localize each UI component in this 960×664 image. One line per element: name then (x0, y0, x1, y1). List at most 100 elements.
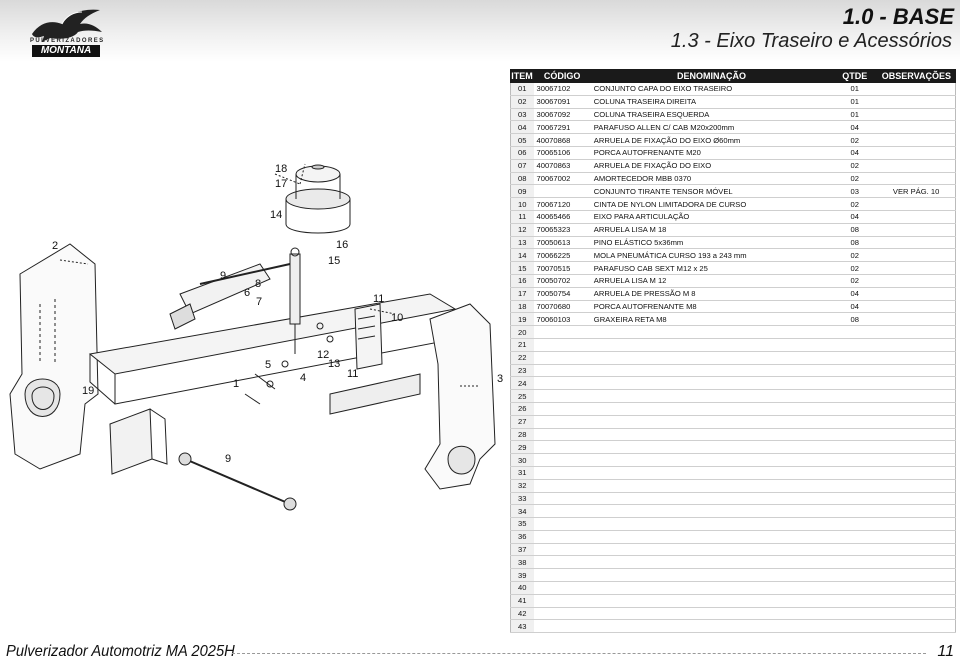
cell-desc (590, 517, 833, 531)
column-right (424, 303, 496, 490)
cell-desc: CONJUNTO CAPA DO EIXO TRASEIRO (590, 82, 833, 96)
cell-code: 30067091 (533, 94, 591, 109)
cell-obs: VER PÁG. 10 (877, 184, 957, 199)
cell-desc: ARRUELA DE PRESSÃO M 8 (590, 286, 833, 301)
table-row: 26 (509, 401, 957, 416)
cell-code (533, 414, 591, 429)
page-number: 11 (937, 643, 954, 660)
table-row: 37 (509, 542, 957, 557)
cell-desc (590, 465, 833, 480)
table-row: 34 (509, 504, 957, 519)
table-row: 28 (509, 427, 957, 442)
cell-item: 20 (509, 325, 534, 339)
cell-desc: COLUNA TRASEIRA DIREITA (590, 94, 833, 109)
callout-3: 3 (497, 373, 503, 385)
cell-code: 70067291 (533, 120, 591, 135)
cell-obs (877, 440, 957, 455)
cell-qty: 02 (832, 248, 878, 263)
cell-code (533, 568, 591, 583)
cell-qty (832, 491, 878, 506)
cell-desc (590, 542, 833, 557)
cell-obs (877, 222, 957, 237)
cell-item: 30 (509, 453, 534, 467)
callout-labels: 18 17 14 2 16 15 9 8 6 7 11 10 12 13 5 4… (52, 163, 503, 465)
col-code: CÓDIGO (533, 69, 592, 83)
cell-code: 40070868 (533, 133, 591, 147)
cell-item: 03 (509, 107, 534, 122)
cell-desc: PORCA AUTOFRENANTE M8 (590, 299, 833, 314)
cell-item: 33 (509, 491, 534, 506)
cell-item: 21 (509, 337, 534, 352)
cell-code: 40070863 (533, 158, 591, 173)
cell-qty (832, 593, 878, 608)
cell-code (533, 542, 591, 557)
cell-obs (877, 414, 957, 429)
cell-desc (590, 619, 833, 634)
cell-obs (877, 517, 957, 531)
cell-desc (590, 325, 833, 339)
cell-desc (590, 453, 833, 467)
cell-desc (590, 401, 833, 416)
section-title: 1.0 - BASE (842, 4, 954, 29)
cell-desc (590, 337, 833, 352)
cell-qty: 01 (832, 107, 878, 122)
cell-desc (590, 581, 833, 595)
table-row: 29 (509, 440, 957, 455)
table-row: 38 (509, 555, 957, 570)
cell-item: 24 (509, 376, 534, 391)
cell-qty: 08 (832, 222, 878, 237)
callout-4: 4 (300, 372, 306, 384)
cell-qty: 02 (832, 158, 878, 173)
cell-obs (877, 593, 957, 608)
table-row: 31 (509, 465, 957, 480)
cell-qty: 04 (832, 120, 878, 135)
cell-qty (832, 619, 878, 634)
nylon-strap (354, 303, 383, 370)
cell-qty (832, 529, 878, 544)
cell-item: 12 (509, 222, 534, 237)
cell-item: 32 (509, 478, 534, 493)
cell-item: 35 (509, 517, 534, 531)
cell-obs (877, 427, 957, 442)
cell-item: 16 (509, 273, 534, 288)
cell-code (533, 555, 591, 570)
callout-18: 18 (275, 163, 287, 175)
cell-desc: ARRUELA DE FIXAÇÃO DO EIXO (590, 158, 833, 173)
cell-obs (877, 171, 957, 186)
cell-desc (590, 440, 833, 455)
cell-obs (877, 261, 957, 275)
table-row: 23 (509, 363, 957, 378)
cell-item: 22 (509, 350, 534, 365)
table-row: 39 (509, 568, 957, 583)
col-description: DENOMINAÇÃO (590, 69, 833, 83)
callout-12: 12 (317, 349, 329, 361)
cell-qty (832, 542, 878, 557)
cell-code (533, 427, 591, 442)
callout-9b: 9 (225, 453, 231, 465)
callout-1: 1 (233, 378, 239, 390)
cell-item: 18 (509, 299, 534, 314)
cell-code: 40065466 (533, 209, 591, 224)
cell-code: 70070515 (533, 261, 591, 275)
cell-qty: 02 (832, 261, 878, 275)
cell-obs (877, 606, 957, 621)
table-row: 36 (509, 529, 957, 544)
cell-item: 02 (509, 94, 534, 109)
cell-code (533, 478, 591, 493)
table-row: 41 (509, 593, 957, 608)
cell-code: 70050613 (533, 235, 591, 250)
cell-item: 09 (509, 184, 534, 199)
cell-desc (590, 427, 833, 442)
callout-6: 6 (244, 287, 250, 299)
cell-item: 42 (509, 606, 534, 621)
cell-qty (832, 606, 878, 621)
cell-desc (590, 555, 833, 570)
header-band (0, 0, 960, 62)
cell-desc: EIXO PARA ARTICULAÇÃO (590, 209, 833, 224)
cell-item: 07 (509, 158, 534, 173)
cell-desc: GRAXEIRA RETA M8 (590, 312, 833, 327)
cell-code (533, 184, 591, 199)
cell-code: 70067002 (533, 171, 591, 186)
axle-beam (88, 293, 457, 375)
